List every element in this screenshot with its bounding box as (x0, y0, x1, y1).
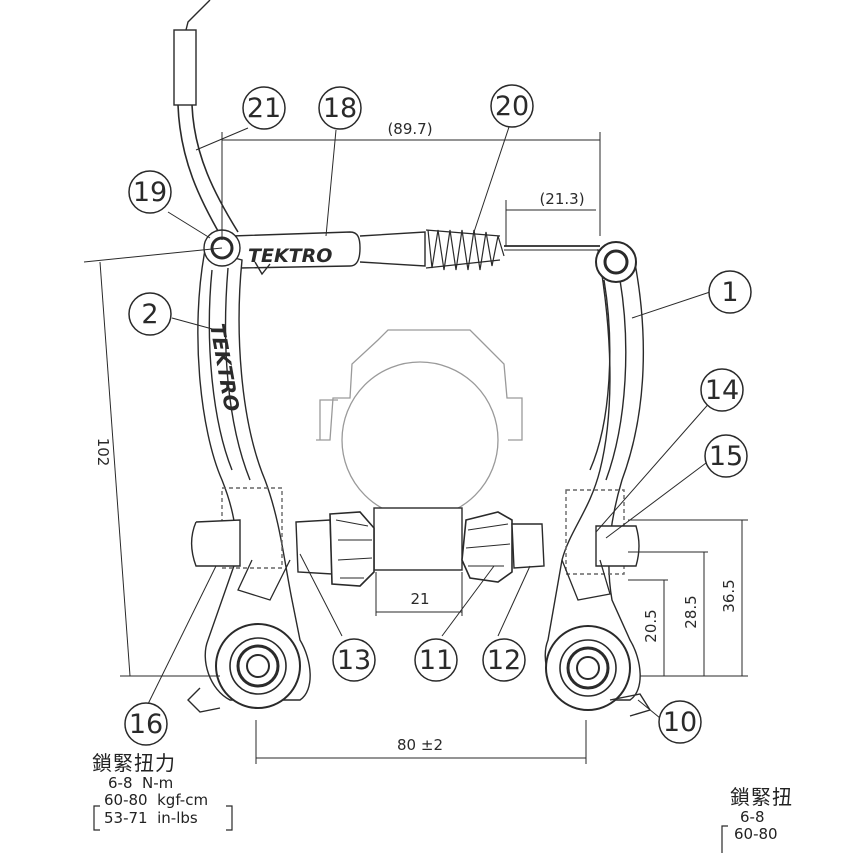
dim-80: 80 ±2 (397, 736, 443, 754)
callout-18: 18 (323, 93, 357, 124)
torque-spec-left: 鎖緊扭力 6-8 N-m 60-80 kgf-cm 53-71 in-lbs (92, 752, 208, 827)
torque-kgf-right: 60-80 (734, 825, 778, 844)
callout-16: 16 (129, 709, 163, 740)
callout-21: 21 (247, 93, 281, 124)
dimension-lines (83, 132, 748, 764)
callout-19: 19 (133, 177, 167, 208)
leader-lines (147, 123, 713, 719)
torque-brackets (93, 805, 728, 853)
callout-10: 10 (663, 707, 697, 738)
torque-nm: 6-8 N-m (108, 774, 174, 792)
dim-89-7: (89.7) (387, 120, 432, 138)
fork-ghost-outline (316, 329, 523, 519)
callout-13: 13 (337, 645, 371, 676)
noodle-logo: TEKTRO (248, 245, 332, 267)
torque-title: 鎖緊扭力 (92, 751, 176, 775)
left-brake-arm (187, 229, 311, 713)
callout-20: 20 (495, 91, 529, 122)
callout-2: 2 (141, 299, 158, 330)
dim-28-5: 28.5 (682, 595, 700, 628)
cable-housing (173, 0, 239, 239)
callout-11: 11 (419, 645, 453, 676)
torque-inlbs: 53-71 in-lbs (104, 808, 198, 827)
callout-15: 15 (709, 441, 743, 472)
brake-pads (295, 507, 545, 587)
dim-21: 21 (410, 590, 429, 608)
callout-14: 14 (705, 375, 739, 406)
torque-kgf: 60-80 kgf-cm (104, 791, 209, 810)
dim-21-3: (21.3) (539, 190, 584, 208)
dim-102: 102 (94, 438, 112, 467)
noodle-and-boot (231, 229, 600, 276)
callout-12: 12 (487, 645, 521, 676)
right-brake-arm (544, 241, 652, 717)
dim-36-5: 36.5 (720, 579, 738, 612)
torque-nm-right: 6-8 (740, 808, 765, 826)
torque-spec-right: 鎖緊扭 6-8 60-80 (724, 786, 853, 844)
torque-title-right: 鎖緊扭 (730, 786, 793, 809)
dim-20-5: 20.5 (642, 609, 660, 642)
callout-1: 1 (721, 277, 738, 308)
callout-circles (124, 84, 752, 746)
